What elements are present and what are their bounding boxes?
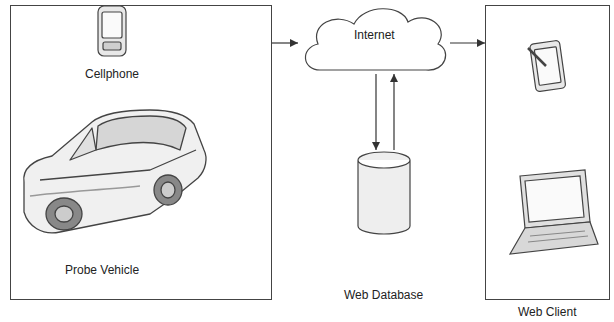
panel-border [10, 5, 272, 300]
arrow-connector [272, 42, 298, 43]
tablet-icon [528, 40, 566, 92]
arrow-connector [393, 74, 394, 150]
arrow-connector [375, 74, 376, 150]
device-panel: CellphoneProbe Vehicle [10, 5, 272, 300]
node-label: Probe Vehicle [65, 263, 139, 277]
node-label: Web Client [518, 305, 576, 319]
cellphone-icon [98, 6, 126, 56]
panel-border [485, 5, 610, 300]
arrow-connector [450, 42, 485, 43]
car-icon [24, 110, 206, 233]
cylinder-outline [338, 150, 430, 305]
node-label: Internet [354, 28, 395, 42]
internet-cloud: Internet [298, 4, 450, 74]
node-label: Cellphone [85, 67, 139, 81]
database-cylinder: Web Database [338, 150, 430, 305]
laptop-icon [510, 170, 598, 254]
client-panel: Web Client [485, 5, 610, 320]
node-label: Web Database [344, 288, 423, 302]
